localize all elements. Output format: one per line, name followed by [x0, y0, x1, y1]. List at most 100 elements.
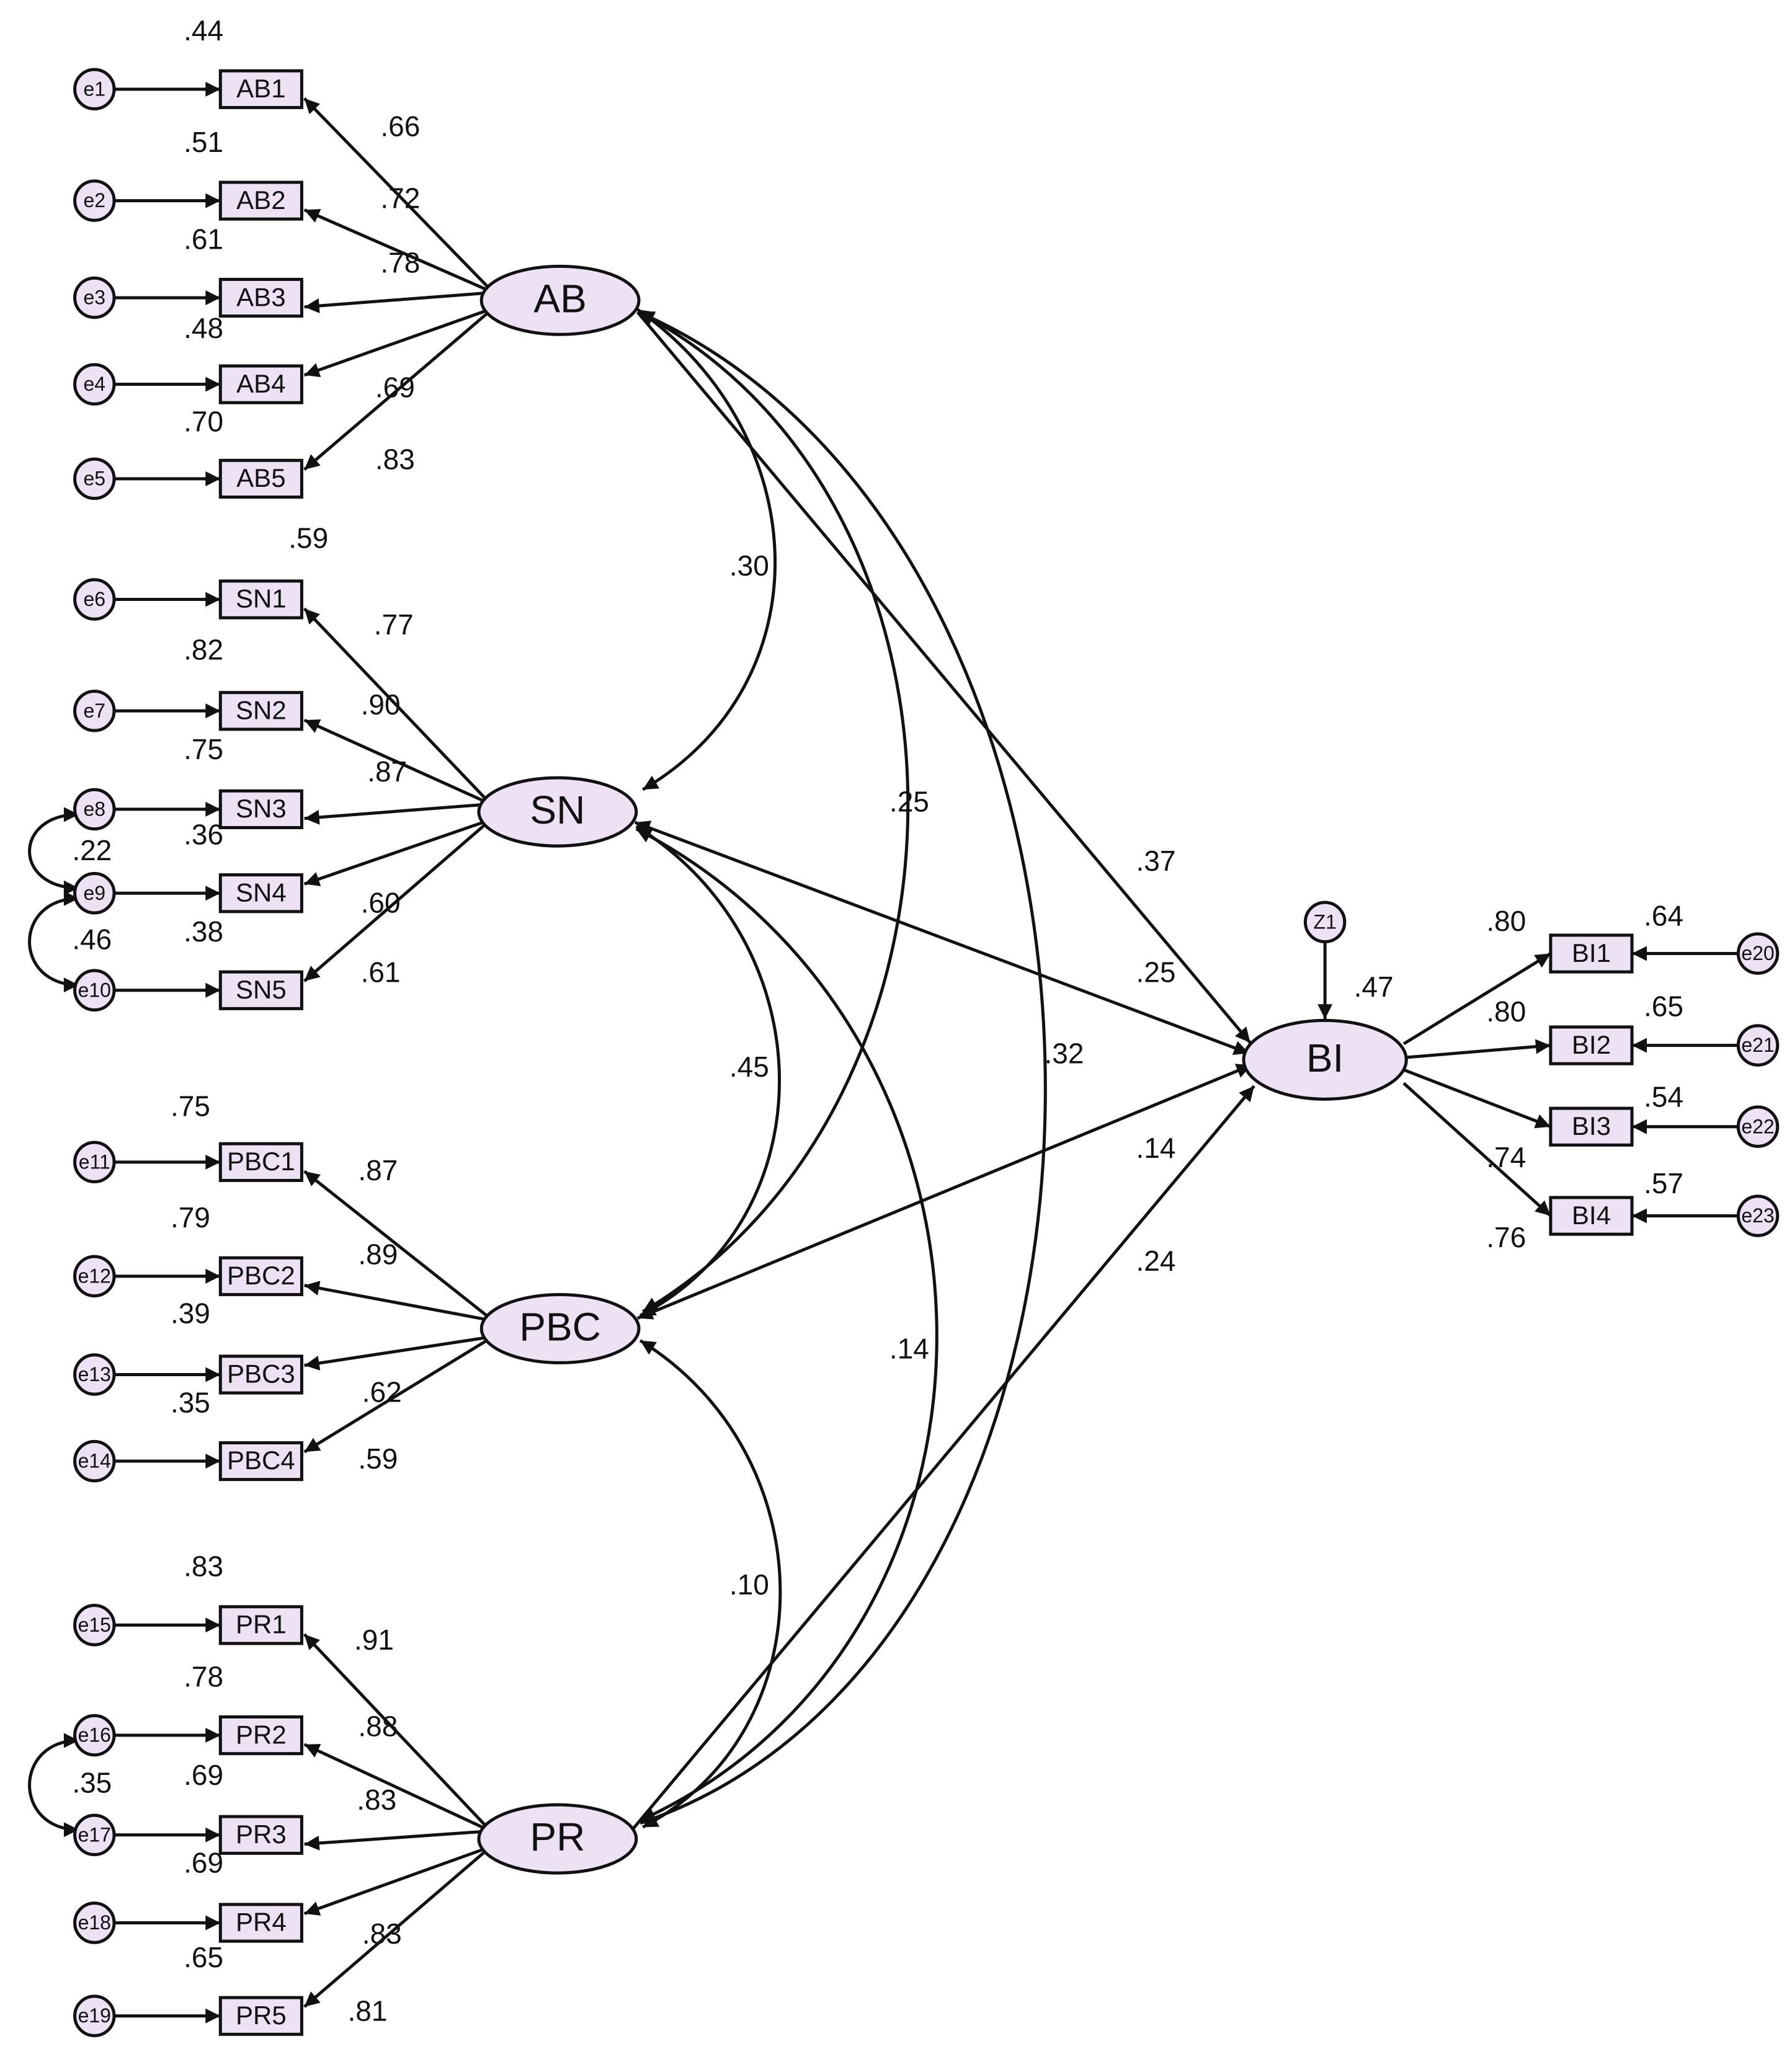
- error-label-e15: e15: [78, 1614, 111, 1636]
- indicator-sn4: [218, 873, 303, 914]
- latent-ab: [479, 264, 641, 336]
- loading-ab5: .83: [375, 443, 415, 476]
- error-label-e14: e14: [78, 1450, 111, 1472]
- error-e15: [73, 1604, 116, 1647]
- latent-bi: [1242, 1018, 1408, 1101]
- loading-sn1: .77: [374, 608, 414, 641]
- loading-ab4: .69: [375, 371, 415, 403]
- indicator-label-pbc3: PBC3: [227, 1359, 295, 1389]
- indicator-sn3: [218, 789, 303, 830]
- r2-bi2: .65: [1644, 990, 1683, 1023]
- error-e17: [73, 1813, 116, 1857]
- path-pr-bi: [631, 1085, 1255, 1831]
- error-e14: [73, 1439, 116, 1483]
- error-label-e6: e6: [83, 588, 105, 610]
- loading-path: [303, 1743, 492, 1833]
- error-e23: [1736, 1194, 1780, 1237]
- error-label-e18: e18: [78, 1911, 111, 1934]
- loading-path: [303, 718, 492, 806]
- loading-bi2: .80: [1486, 995, 1526, 1028]
- factor-cov-label: .25: [889, 786, 929, 818]
- loading-path: [303, 607, 492, 806]
- latent-label-pr: PR: [530, 1815, 585, 1859]
- indicator-label-pbc4: PBC4: [227, 1446, 295, 1475]
- error-label-e16: e16: [78, 1724, 111, 1746]
- structural-path-label: .37: [1136, 845, 1176, 877]
- loading-path: [303, 306, 494, 378]
- loading-sn4: .60: [361, 886, 401, 918]
- r2-ab5: .70: [184, 405, 223, 437]
- loading-path: [304, 1829, 491, 1851]
- error-label-e20: e20: [1741, 942, 1774, 964]
- structural-path-label: .25: [1136, 956, 1176, 989]
- indicator-label-pr1: PR1: [236, 1610, 287, 1639]
- error-label-e10: e10: [78, 979, 111, 1001]
- loading-sn5: .61: [361, 956, 401, 989]
- error-label-e22: e22: [1741, 1115, 1774, 1137]
- indicator-label-ab2: AB2: [236, 185, 285, 215]
- r2-pbc4: .35: [171, 1386, 210, 1418]
- error-label-e5: e5: [83, 468, 105, 490]
- error-label-e21: e21: [1741, 1034, 1774, 1056]
- cov-ab-pr: [638, 311, 1047, 1826]
- indicator-pr3: [218, 1815, 303, 1855]
- error-e8: [73, 788, 116, 831]
- cov-ab-sn: [636, 308, 777, 791]
- r2-ab1: .44: [184, 14, 223, 47]
- loading-bi3: .74: [1486, 1141, 1526, 1173]
- disturbance-z1: [1303, 900, 1347, 944]
- r2-sn4: .36: [184, 818, 223, 850]
- error-label-e3: e3: [83, 287, 105, 309]
- loading-sn3: .87: [367, 755, 407, 788]
- indicator-label-ab5: AB5: [236, 463, 285, 492]
- error-e3: [73, 276, 116, 319]
- error-e20: [1736, 932, 1780, 975]
- cov-sn-pr: [635, 827, 938, 1822]
- indicator-label-bi3: BI3: [1572, 1111, 1611, 1140]
- latent-sn: [477, 776, 638, 848]
- indicator-ab4: [218, 364, 303, 404]
- r2-ab2: .51: [184, 126, 223, 158]
- bi-loading-path: [1402, 952, 1552, 1046]
- indicator-label-sn1: SN1: [236, 584, 287, 613]
- factor-cov-label: .30: [729, 549, 769, 582]
- indicator-ab1: [218, 69, 303, 109]
- error-e11: [73, 1140, 116, 1184]
- indicator-sn1: [218, 579, 303, 620]
- latent-label-bi: BI: [1306, 1036, 1344, 1080]
- indicator-label-ab3: AB3: [236, 282, 285, 311]
- latent-label-sn: SN: [530, 788, 585, 832]
- loading-pr2: .88: [358, 1710, 398, 1743]
- r2-sn1: .59: [288, 522, 328, 554]
- indicator-sn2: [218, 691, 303, 731]
- r2-ab4: .48: [184, 312, 223, 344]
- loading-pbc2: .89: [358, 1238, 398, 1270]
- indicator-label-sn2: SN2: [236, 696, 287, 725]
- loading-path: [303, 1170, 494, 1322]
- loading-path: [303, 1633, 492, 1833]
- error-e21: [1736, 1024, 1780, 1067]
- loading-path: [304, 291, 494, 314]
- indicator-label-sn3: SN3: [236, 794, 287, 823]
- loading-pbc1: .87: [358, 1154, 398, 1186]
- loading-pr3: .83: [357, 1784, 396, 1816]
- indicator-pr2: [218, 1715, 303, 1756]
- loading-pr5: .81: [347, 1995, 387, 2027]
- error-e2: [73, 179, 116, 222]
- loading-path: [304, 802, 491, 825]
- indicator-bi1: [1549, 933, 1634, 974]
- indicator-label-sn4: SN4: [236, 878, 287, 907]
- bi-loading-path: [1403, 1039, 1551, 1059]
- error-e13: [73, 1353, 116, 1396]
- loading-path: [304, 1281, 494, 1323]
- path-pbc-bi: [636, 1064, 1252, 1320]
- error-e1: [73, 68, 116, 111]
- r2-ab3: .61: [184, 223, 223, 255]
- errcov-label: .22: [72, 834, 112, 866]
- error-e19: [73, 1994, 116, 2037]
- disturbance-label: Z1: [1313, 910, 1336, 933]
- error-label-e7: e7: [83, 700, 105, 722]
- cov-pbc-pr: [639, 1339, 782, 1829]
- errcov-e8-e9: [28, 807, 79, 896]
